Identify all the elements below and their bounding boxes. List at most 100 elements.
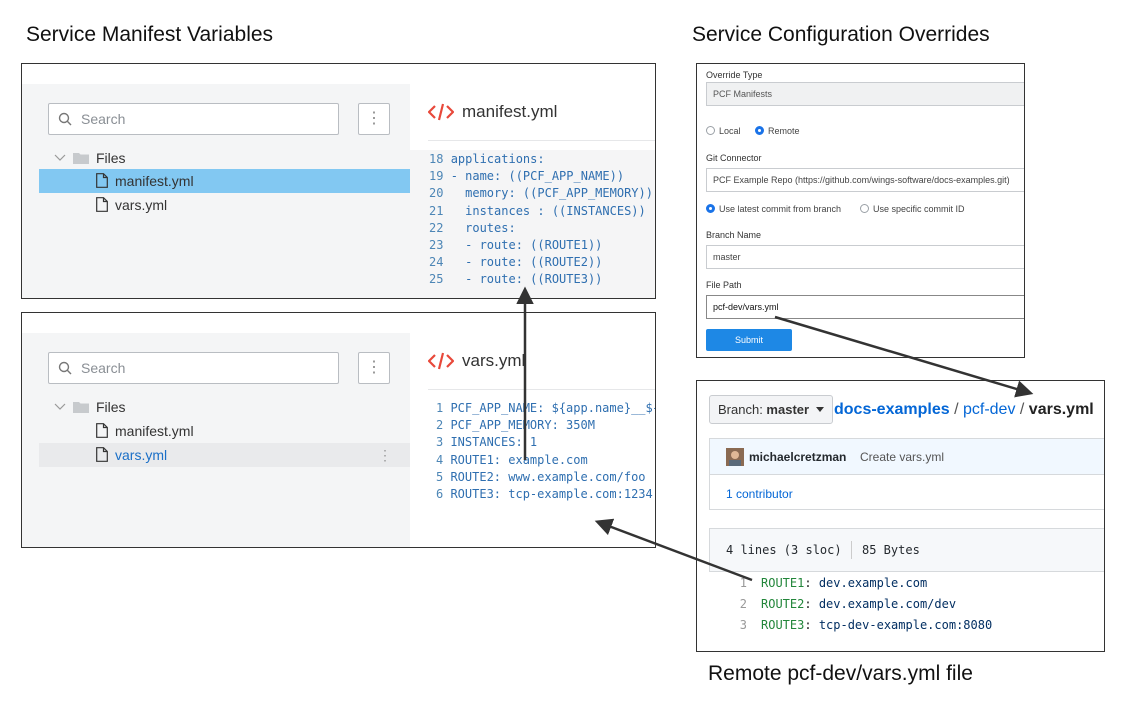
code-line: 2 PCF_APP_MEMORY: 350M	[436, 418, 595, 432]
tree-file-vars[interactable]: vars.yml	[22, 193, 410, 217]
code-line: 19 - name: ((PCF_APP_NAME))	[429, 169, 624, 183]
code-line: 24 - route: ((ROUTE2))	[429, 255, 602, 269]
line-number: 4	[436, 452, 451, 467]
breadcrumb-repo[interactable]: docs-examples	[834, 401, 950, 418]
code-text: instances : ((INSTANCES))	[450, 203, 646, 218]
code-area[interactable]: 18 applications: 19 - name: ((PCF_APP_NAM…	[410, 150, 655, 298]
breadcrumb-sep: /	[1019, 401, 1025, 418]
code-icon	[428, 352, 454, 370]
line-number: 3	[436, 435, 451, 450]
chevron-down-icon[interactable]	[53, 151, 67, 165]
line-number: 1	[436, 401, 451, 415]
code-text: applications:	[450, 152, 545, 166]
breadcrumb-dir[interactable]: pcf-dev	[962, 401, 1016, 418]
folder-label: Files	[96, 150, 126, 166]
search-icon	[58, 361, 72, 375]
radio-latest-commit[interactable]: Use latest commit from branch	[706, 204, 841, 214]
file-header: 4 lines (3 sloc) 85 Bytes	[709, 528, 1104, 572]
caret-down-icon	[815, 407, 824, 412]
search-icon	[58, 112, 72, 126]
code-line: 20 memory: ((PCF_APP_MEMORY))	[429, 186, 653, 200]
code-line: 18 applications:	[429, 152, 545, 166]
more-options-button[interactable]: ⋮	[358, 352, 390, 384]
line-number: 21	[429, 203, 451, 218]
editor-title: vars.yml	[462, 351, 526, 370]
line-number: 2	[739, 597, 747, 611]
line-number: 5	[436, 469, 451, 484]
code-area[interactable]: 1 PCF_APP_NAME: ${app.name}__${2 PCF_APP…	[410, 397, 655, 547]
code-text: ROUTE1: example.com	[450, 452, 588, 467]
search-input[interactable]	[79, 109, 329, 129]
radio-selected-icon[interactable]	[706, 204, 715, 213]
override-type-field[interactable]: PCF Manifests	[706, 82, 1024, 106]
more-options-button[interactable]: ⋮	[358, 103, 390, 135]
git-connector-field[interactable]: PCF Example Repo (https://github.com/win…	[706, 168, 1024, 192]
commit-box: michaelcretzman Create vars.yml 1 contri…	[709, 438, 1104, 510]
branch-selector[interactable]: Branch: master	[709, 395, 833, 424]
radio-remote[interactable]: Remote	[755, 126, 800, 136]
radio-unselected-icon[interactable]	[706, 126, 715, 135]
search-input[interactable]	[79, 358, 329, 378]
override-form-panel: Override Type PCF Manifests Local Remote…	[696, 63, 1025, 358]
commit-row: michaelcretzman Create vars.yml	[710, 439, 1104, 475]
file-label-manifest: manifest.yml	[115, 423, 194, 439]
yaml-value: dev.example.com/dev	[818, 597, 957, 611]
line-number: 18	[429, 152, 451, 166]
tree-file-manifest[interactable]: manifest.yml	[22, 419, 410, 443]
radio-local[interactable]: Local	[706, 126, 741, 136]
file-icon	[96, 173, 108, 188]
commit-message[interactable]: Create vars.yml	[860, 450, 945, 464]
caption-remote-file: Remote pcf-dev/vars.yml file	[708, 662, 973, 685]
code-text: - route: ((ROUTE2))	[450, 255, 603, 270]
tree-file-manifest[interactable]: manifest.yml	[39, 169, 410, 193]
vars-editor: vars.yml 1 PCF_APP_NAME: ${app.name}__${…	[410, 313, 655, 547]
tree-folder-files[interactable]: Files	[22, 395, 410, 419]
radio-selected-icon[interactable]	[755, 126, 764, 135]
radio-latest-commit-label: Use latest commit from branch	[719, 204, 842, 214]
code-text: routes:	[450, 220, 516, 235]
chevron-down-icon[interactable]	[53, 400, 67, 414]
file-path-field[interactable]: pcf-dev/vars.yml	[706, 295, 1024, 319]
file-icon	[96, 197, 108, 212]
code-line: 23 - route: ((ROUTE1))	[429, 238, 602, 252]
code-line: 21 instances : ((INSTANCES))	[429, 204, 646, 218]
radio-unselected-icon[interactable]	[860, 204, 869, 213]
row-options-icon[interactable]: ⋮	[378, 447, 392, 463]
divider	[428, 140, 655, 141]
branch-name-field[interactable]: master	[706, 245, 1024, 269]
yaml-colon: :	[804, 618, 819, 632]
commit-author[interactable]: michaelcretzman	[749, 450, 847, 464]
github-panel: Branch: master docs-examples / pcf-dev /…	[696, 380, 1105, 652]
radio-specific-commit[interactable]: Use specific commit ID	[860, 204, 965, 214]
line-number: 19	[429, 169, 451, 184]
avatar[interactable]	[726, 448, 744, 466]
code-text: ROUTE2: www.example.com/foo	[450, 469, 646, 484]
tree-folder-files[interactable]: Files	[22, 146, 410, 170]
line-number: 22	[429, 220, 451, 235]
yaml-colon: :	[804, 597, 819, 611]
search-box[interactable]	[48, 103, 339, 135]
branch-prefix: Branch:	[718, 402, 767, 417]
code-text: memory: ((PCF_APP_MEMORY))	[450, 186, 653, 201]
line-number: 25	[429, 272, 451, 287]
code-text: INSTANCES: 1	[450, 435, 538, 450]
code-line: 6 ROUTE3: tcp-example.com:1234	[436, 487, 653, 501]
code-line: 5 ROUTE2: www.example.com/foo	[436, 470, 646, 484]
file-path-label: File Path	[706, 280, 742, 290]
breadcrumb: docs-examples / pcf-dev / vars.yml	[834, 401, 1094, 419]
contributors-link[interactable]: 1 contributor	[726, 487, 793, 501]
folder-icon	[73, 402, 89, 413]
search-box[interactable]	[48, 352, 339, 384]
caption-service-manifest-variables: Service Manifest Variables	[26, 23, 274, 46]
manifest-panel: ⋮ Files manifest.yml vars.yml manifest.y…	[21, 63, 656, 299]
folder-icon	[73, 153, 89, 164]
tree-file-vars[interactable]: vars.yml ⋮	[39, 443, 410, 467]
line-number: 2	[436, 418, 451, 433]
git-connector-label: Git Connector	[706, 153, 762, 163]
stats-divider	[851, 541, 852, 559]
code-line: 25 - route: ((ROUTE3))	[429, 272, 602, 286]
file-icon	[96, 423, 108, 438]
submit-button[interactable]: Submit	[706, 329, 792, 351]
